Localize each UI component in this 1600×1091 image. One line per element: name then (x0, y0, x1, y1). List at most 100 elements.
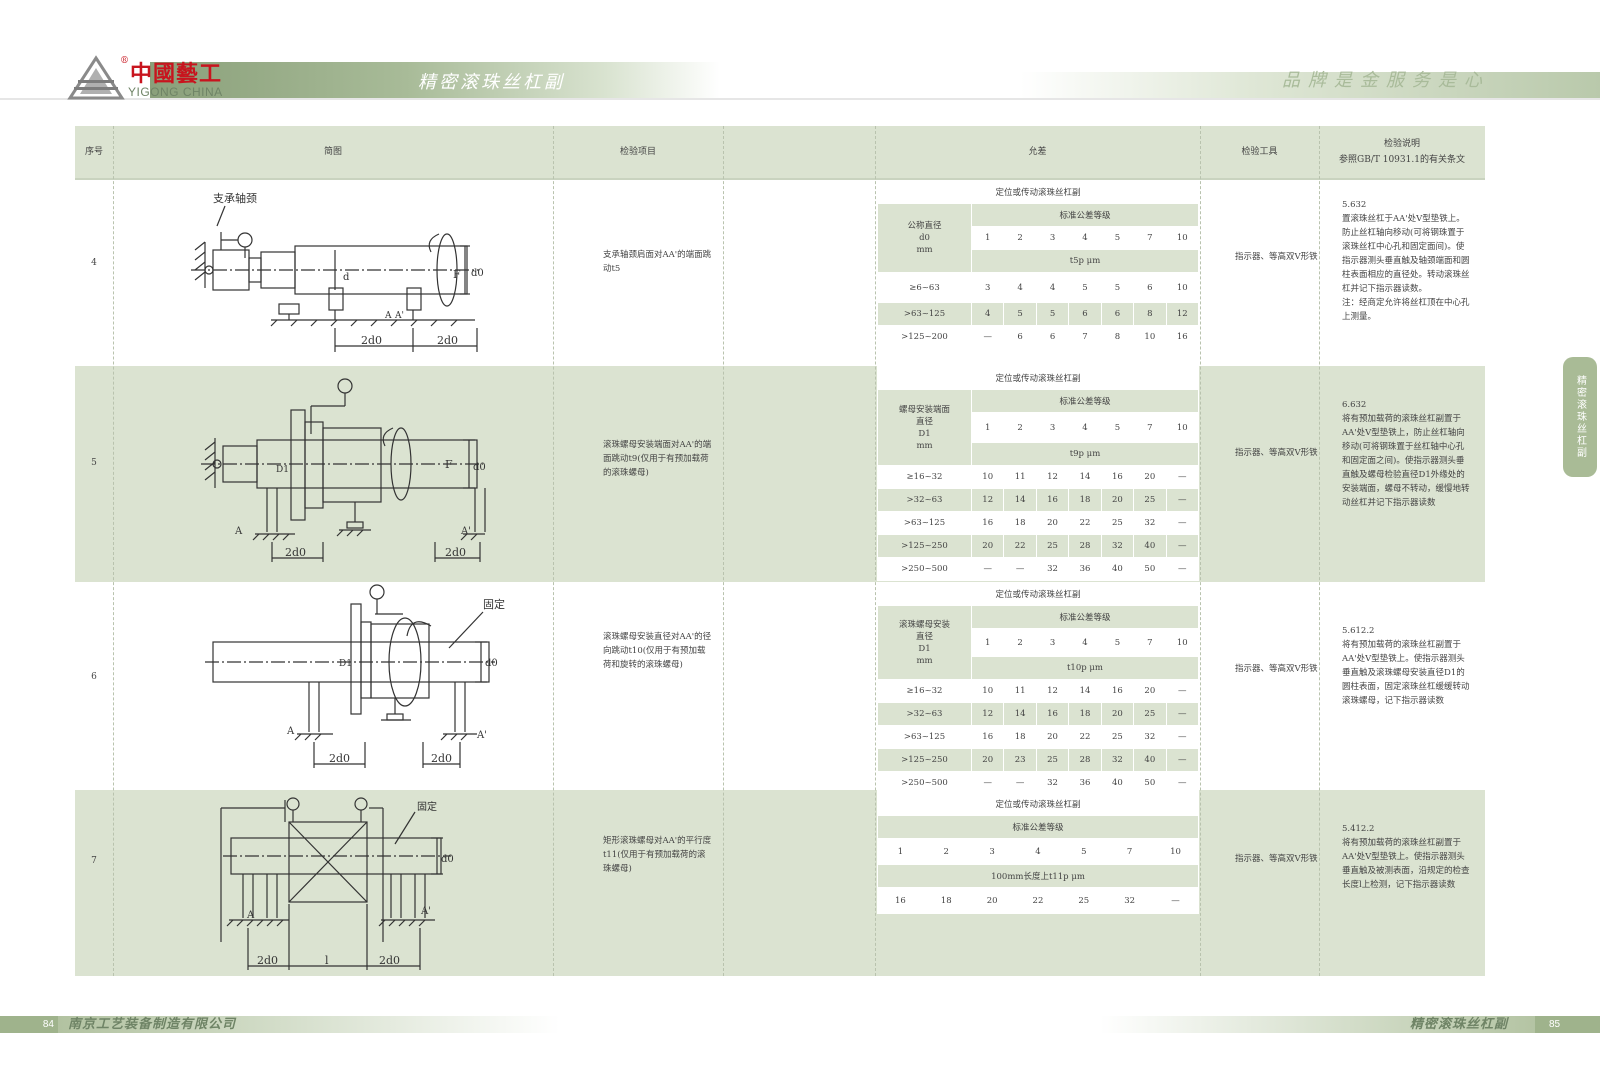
tol-grade: 5 (1100, 412, 1135, 443)
tol-value: 20 (970, 748, 1005, 772)
sketch-label: 固定 (483, 597, 505, 611)
row-tool: 指示器、等高双V形铁 (1235, 252, 1318, 262)
sketch-journal-runout: 支承轴颈 F d d0 (185, 188, 485, 362)
tol-value: 28 (1068, 534, 1102, 558)
table-header-row (75, 126, 1485, 180)
tol-value: 20 (1133, 465, 1167, 489)
tol-value: 32 (1100, 534, 1135, 558)
sketch-label: 固定 (417, 800, 437, 813)
tol-value: 23 (1003, 748, 1037, 772)
tol-value: 5 (1068, 272, 1102, 303)
table-row (75, 790, 1485, 976)
tol-range: >250~500 (877, 557, 972, 581)
tol-value: 50 (1133, 557, 1167, 581)
table-row (75, 582, 1485, 790)
row-item: 滚珠螺母安装直径对AA'的径向跳动t10(仅用于有预加载荷和旋转的滚珠螺母) (603, 632, 712, 670)
sketch-letter: A (234, 526, 243, 537)
row-note: 5.632 置滚珠丝杠于AA'处V型垫铁上。防止丝杠轴向移动(可将钢珠置于滚珠丝… (1342, 200, 1470, 322)
tol-range: >63~125 (877, 302, 972, 326)
logo-english-text: YIGONG CHINA (128, 85, 223, 99)
tol-grade: 7 (1106, 838, 1154, 865)
tol-range: >250~500 (877, 771, 972, 795)
tol-range: >125~200 (877, 325, 972, 349)
tol-value: 25 (1133, 702, 1167, 726)
tol-value: 10 (970, 679, 1005, 703)
tol-grade: 10 (1165, 412, 1200, 443)
sketch-letter: A (384, 311, 392, 321)
table-row (75, 366, 1485, 582)
tol-value: 20 (970, 534, 1005, 558)
sketch-dim: 2d0 (257, 954, 278, 967)
tol-range: >125~250 (877, 534, 972, 558)
tol-grade: 2 (922, 838, 970, 865)
col-header-tool: 检验工具 (1241, 147, 1278, 157)
row-note: 5.612.2 将有预加载荷的滚珠丝杠副置于AA'处V型垫铁上。使指示器测头垂直… (1342, 626, 1470, 706)
sketch-label: 支承轴颈 (213, 191, 257, 205)
tol-value: 16 (1165, 325, 1200, 349)
tol-value: 32 (1133, 725, 1167, 749)
row-tool: 指示器、等高双V形铁 (1235, 854, 1318, 864)
tol-grade: 1 (877, 838, 924, 865)
sketch-dim: 2d0 (445, 546, 466, 559)
tol-grade: 2 (1003, 412, 1037, 443)
tol-value: — (1165, 702, 1200, 726)
tol-value: 7 (1068, 325, 1102, 349)
tol-range: >63~125 (877, 725, 972, 749)
tol-value: 16 (1100, 679, 1135, 703)
sketch-letter: A (286, 726, 295, 737)
tol-caption: 定位或传动滚珠丝杠副 (877, 366, 1199, 390)
sketch-letter: A' (460, 526, 471, 537)
side-tab[interactable]: 精密滚珠丝杠副 (1563, 357, 1597, 477)
brand-logo: ® 中國藝工 YIGONG CHINA (67, 55, 268, 102)
tol-value: 12 (1035, 465, 1070, 489)
tol-value: 6 (1100, 302, 1135, 326)
column-divider (1200, 126, 1201, 976)
tol-value: 5 (1100, 272, 1135, 303)
tol-value: — (1165, 511, 1200, 535)
tol-range: >63~125 (877, 511, 972, 535)
tol-value: 40 (1100, 557, 1135, 581)
sketch-letter: A (246, 910, 255, 921)
tol-value: 10 (1165, 272, 1200, 303)
tol-value: — (970, 557, 1005, 581)
row-note: 6.632 将有预加载荷的滚珠丝杠副置于AA'处V型垫铁上，防止丝杠轴向移动(可… (1342, 400, 1470, 508)
logo-mark-icon (67, 55, 125, 100)
tol-grade: 3 (1035, 628, 1070, 657)
tol-value: 12 (970, 702, 1005, 726)
tol-value: 18 (922, 887, 970, 914)
tol-value: 16 (970, 725, 1005, 749)
tol-value: 14 (1068, 679, 1102, 703)
sketch-letter: A' (394, 311, 404, 321)
tol-grade: 3 (1035, 412, 1070, 443)
tol-grade-head: 标准公差等级 (971, 203, 1199, 227)
tol-value: 25 (1100, 511, 1135, 535)
tol-value: 5 (1035, 302, 1070, 326)
tol-value: 14 (1003, 702, 1037, 726)
tol-value: 25 (1035, 534, 1070, 558)
tol-grade: 4 (1068, 226, 1102, 250)
logo-registered-mark: ® (120, 56, 129, 66)
tol-value: 10 (1133, 325, 1167, 349)
row-item: 滚珠螺母安装端面对AA'的端面跳动t9(仅用于有预加载荷的滚珠螺母) (603, 440, 712, 478)
tol-value: 6 (1003, 325, 1037, 349)
sketch-letter: F (453, 268, 461, 281)
page-number-right: 85 (1535, 1016, 1600, 1033)
tol-value: 18 (1003, 511, 1037, 535)
table-row (75, 180, 1485, 366)
sketch-nut-face-runout: D1 F d0 A A' 2d0 2d0 (195, 372, 486, 576)
column-divider (875, 126, 876, 976)
header-divider (0, 98, 1600, 100)
tol-value: — (1165, 557, 1200, 581)
header-band-left (150, 62, 720, 100)
tol-value: — (1003, 557, 1037, 581)
col-header-note-line2: 参照GB/T 10931.1的有关条文 (1339, 155, 1465, 165)
tol-value: 11 (1003, 465, 1037, 489)
tol-value: — (1165, 534, 1200, 558)
tol-grade-head: 标准公差等级 (971, 605, 1199, 629)
sketch-dim: 2d0 (329, 752, 350, 765)
sketch-nut-radial-runout: 固定 D1 d0 A A' 2d0 2d0 (205, 582, 505, 786)
col-header-note: 检验说明 参照GB/T 10931.1的有关条文 (1319, 126, 1485, 178)
tol-range: ≥16~32 (877, 465, 972, 489)
tol-value: 16 (1035, 488, 1070, 512)
